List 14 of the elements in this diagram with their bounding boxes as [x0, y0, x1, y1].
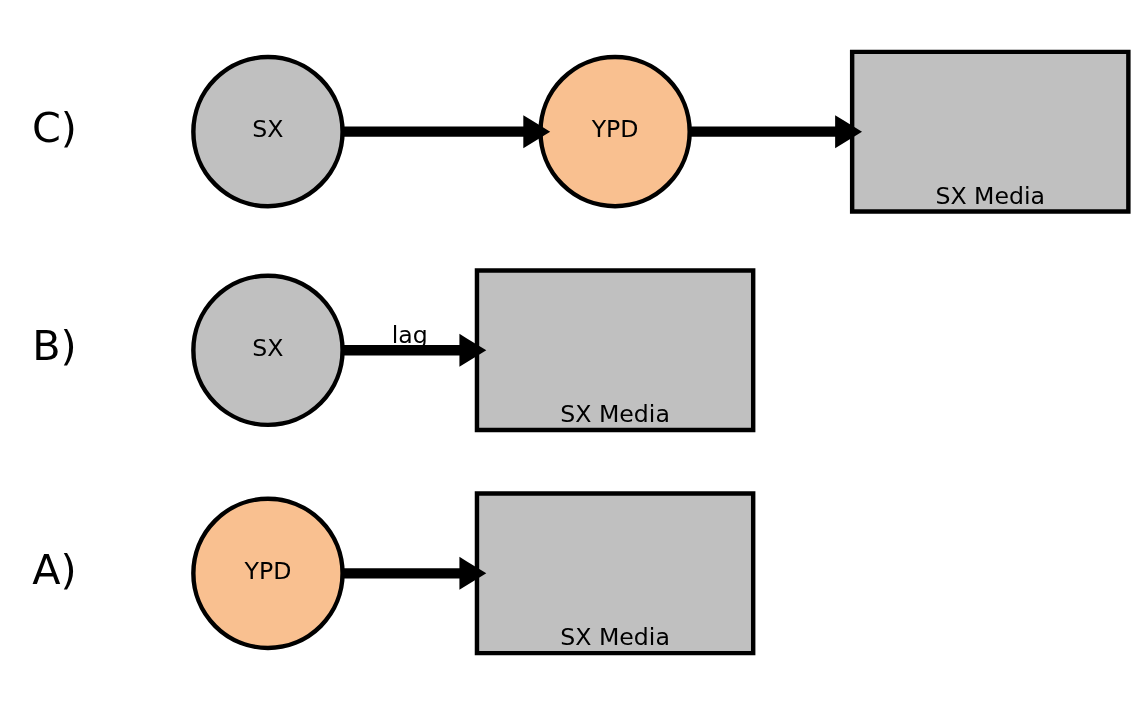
label: B) — [32, 322, 77, 371]
label: A) — [32, 545, 77, 594]
node-box: SX Media — [474, 491, 756, 656]
node-box: SX Media — [849, 49, 1131, 214]
node-box: SX Media — [474, 268, 756, 433]
label: C) — [32, 103, 78, 152]
node-circle: YPD — [191, 496, 345, 651]
arrow — [342, 333, 487, 367]
node-circle: SX — [191, 273, 345, 428]
arrow — [342, 556, 487, 590]
arrow — [342, 115, 551, 149]
arrow — [690, 115, 862, 149]
node-circle: YPD — [538, 54, 692, 209]
node-circle: SX — [191, 54, 345, 209]
